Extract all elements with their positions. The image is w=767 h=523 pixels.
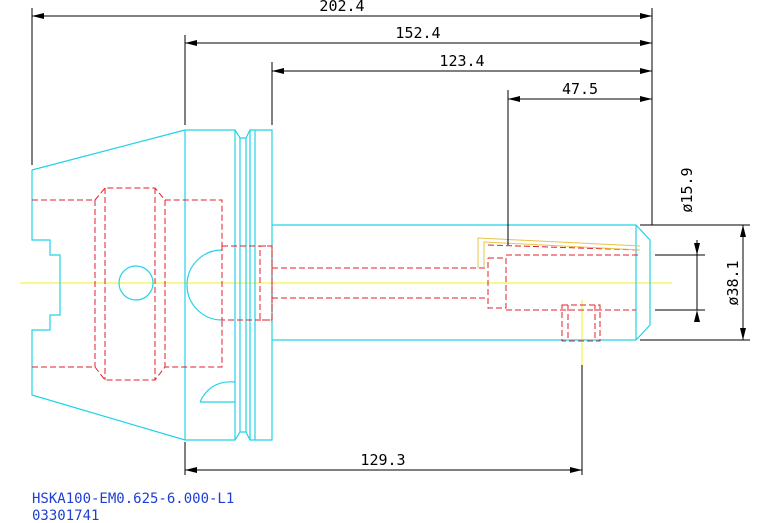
overall-length-dimension: 202.4 [319, 0, 364, 15]
part-number: HSKA100-EM0.625-6.000-L1 [32, 491, 234, 507]
centerline [20, 282, 672, 365]
item-number: 03301741 [32, 508, 99, 523]
flange-to-end-dimension: 152.4 [395, 24, 440, 42]
body-length-dimension: 123.4 [439, 52, 484, 70]
hidden-features [32, 187, 641, 381]
dimension-arrows [32, 13, 746, 473]
body-diameter-dimension: ø38.1 [724, 260, 742, 305]
bore-depth-dimension: 47.5 [562, 80, 598, 98]
dimension-lines [31, 8, 750, 475]
coolant-channel [477, 237, 641, 268]
bore-diameter-dimension: ø15.9 [678, 167, 696, 212]
tool-holder-outline [31, 129, 651, 441]
gauge-length-dimension: 129.3 [360, 451, 405, 469]
